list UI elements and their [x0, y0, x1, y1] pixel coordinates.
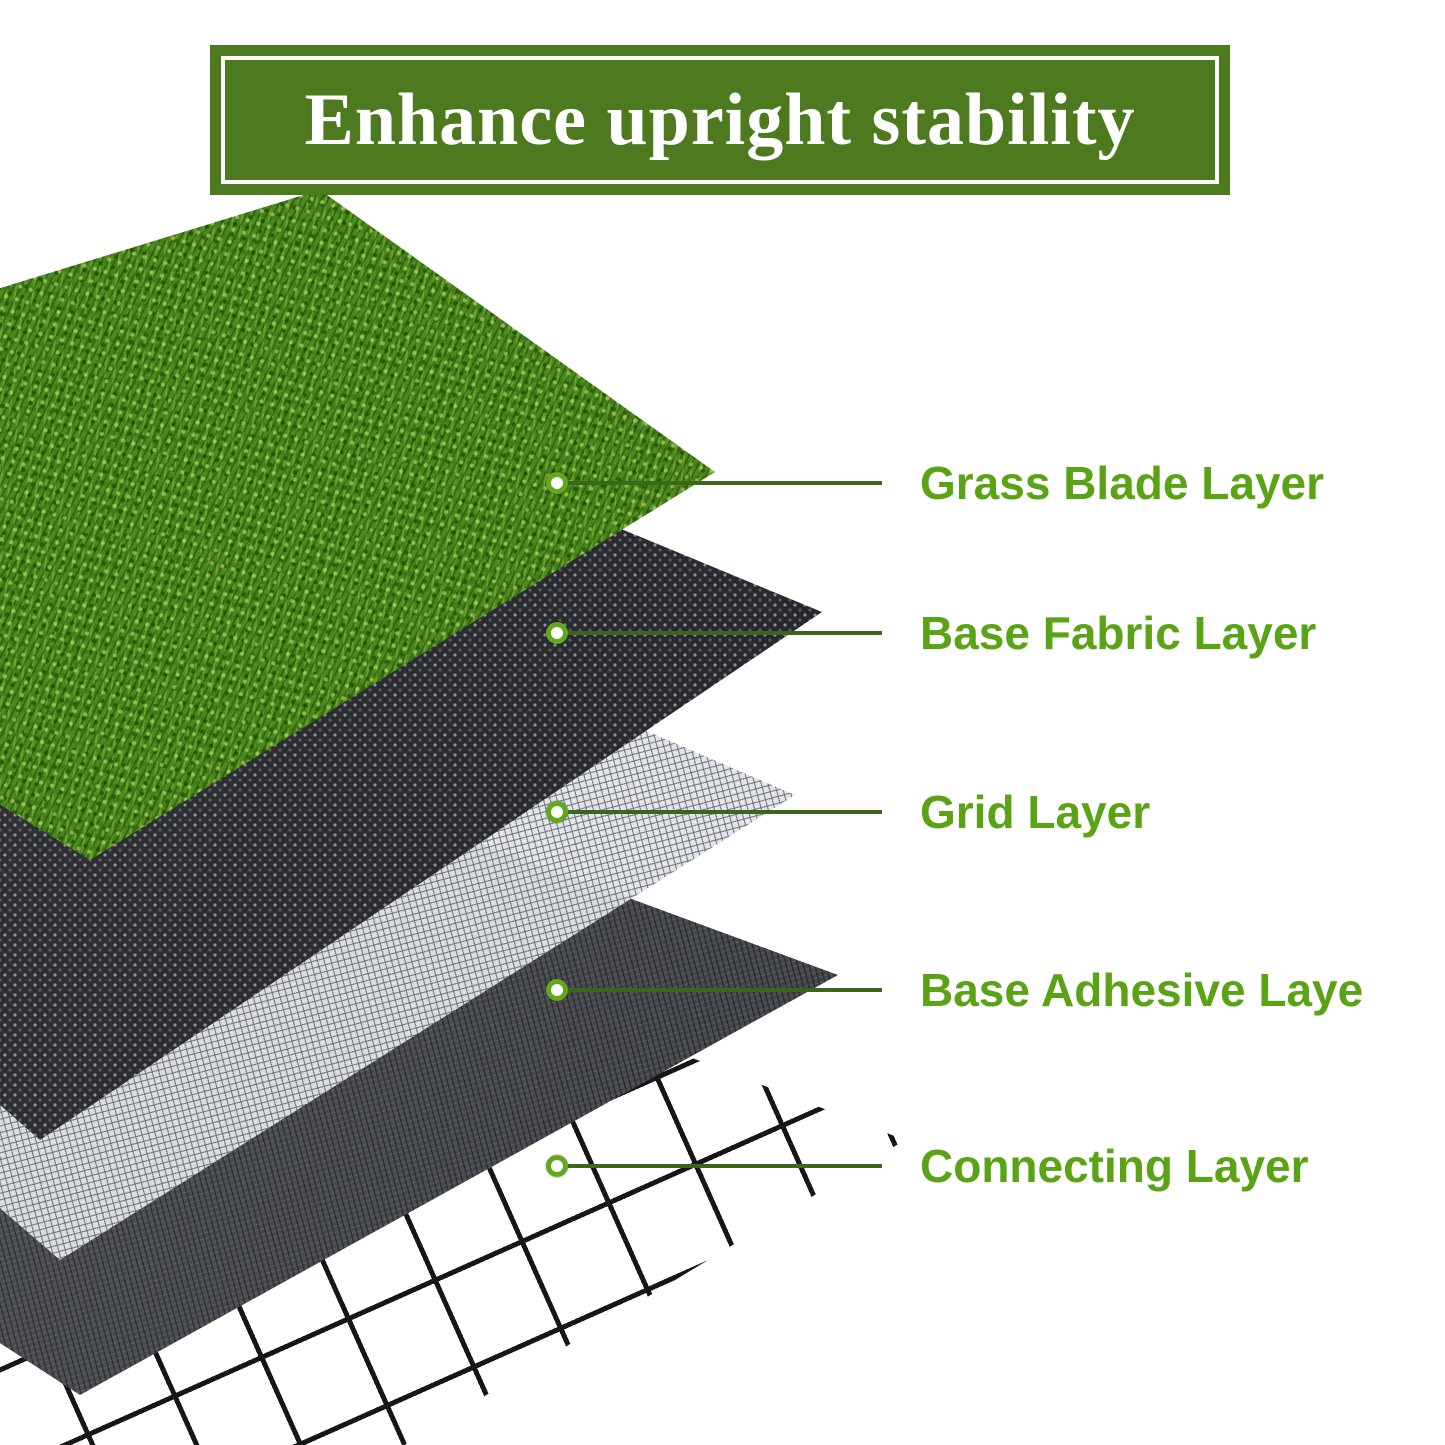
callout-dot-icon [546, 1155, 568, 1177]
callout-line [568, 810, 882, 814]
title-banner: Enhance upright stability [210, 45, 1230, 195]
callout-grass-blade-layer: Grass Blade Layer [546, 460, 1324, 506]
callout-label: Connecting Layer [920, 1140, 1309, 1192]
page-title: Enhance upright stability [304, 78, 1136, 161]
callout-line [568, 988, 882, 992]
callout-line [568, 631, 882, 635]
callout-dot-icon [546, 979, 568, 1001]
callout-base-adhesive-layer: Base Adhesive Laye [546, 967, 1363, 1013]
callout-label: Base Adhesive Laye [920, 964, 1364, 1016]
callout-label: Base Fabric Layer [920, 607, 1317, 659]
callout-label: Grass Blade Layer [920, 457, 1325, 509]
callout-dot-icon [546, 801, 568, 823]
callout-dot-icon [546, 622, 568, 644]
callout-line [568, 481, 882, 485]
callout-label: Grid Layer [920, 786, 1151, 838]
title-banner-frame: Enhance upright stability [221, 56, 1219, 184]
callout-connecting-layer: Connecting Layer [546, 1143, 1309, 1189]
callout-line [568, 1164, 882, 1168]
callout-dot-icon [546, 472, 568, 494]
callout-base-fabric-layer: Base Fabric Layer [546, 610, 1316, 656]
callout-grid-layer: Grid Layer [546, 789, 1150, 835]
